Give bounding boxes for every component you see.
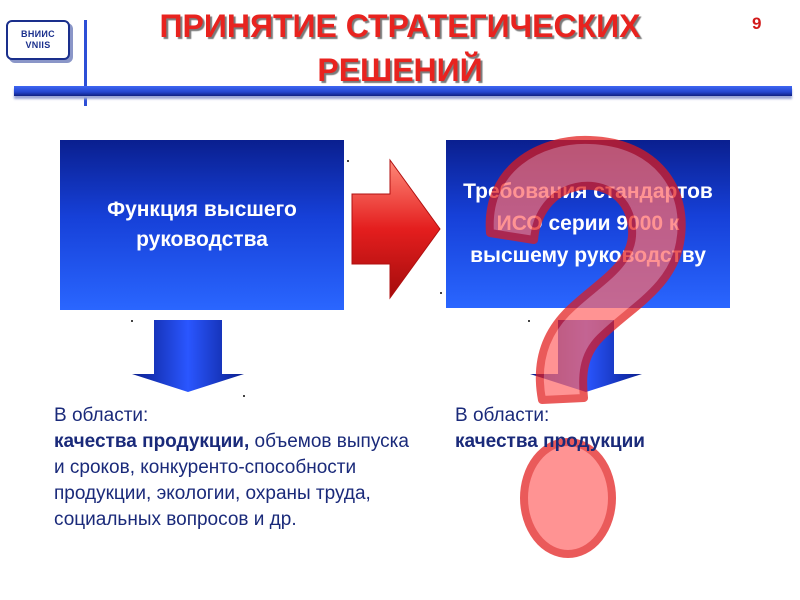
- right-scope-text: В области: качества продукции: [455, 403, 755, 455]
- slide-title: ПРИНЯТИЕ СТРАТЕГИЧЕСКИХ РЕШЕНИЙ: [100, 4, 700, 92]
- vniis-logo: ВНИИС VNIIS: [6, 20, 70, 60]
- right-scope-bold: качества продукции: [455, 431, 645, 452]
- title-line2: РЕШЕНИЙ: [317, 52, 483, 88]
- left-scope-bold: качества продукции,: [54, 431, 250, 452]
- title-line1: ПРИНЯТИЕ СТРАТЕГИЧЕСКИХ: [159, 8, 641, 44]
- decor-dot: [131, 320, 133, 322]
- logo-line1: ВНИИС: [21, 29, 55, 39]
- decor-dot: [243, 395, 245, 397]
- left-scope-intro: В области:: [54, 405, 149, 426]
- decor-dot: [347, 160, 349, 162]
- left-scope-rest: объемов выпуска и сроков, конкуренто-спо…: [54, 431, 409, 530]
- logo-line2: VNIIS: [25, 40, 51, 50]
- arrow-down-icon: [132, 320, 244, 392]
- question-mark-icon: [485, 135, 686, 558]
- decor-dot: [528, 320, 530, 322]
- left-scope-text: В области: качества продукции, объемов в…: [54, 403, 414, 533]
- arrow-right-icon: [351, 158, 441, 300]
- header-bar: [14, 86, 792, 96]
- vertical-divider: [84, 20, 87, 106]
- decor-dot: [440, 292, 442, 294]
- page-number: 9: [752, 14, 762, 33]
- left-box-label: Функция высшего руководства: [107, 198, 297, 251]
- right-scope-intro: В области:: [455, 405, 550, 426]
- top-management-function-box: Функция высшего руководства: [60, 140, 344, 310]
